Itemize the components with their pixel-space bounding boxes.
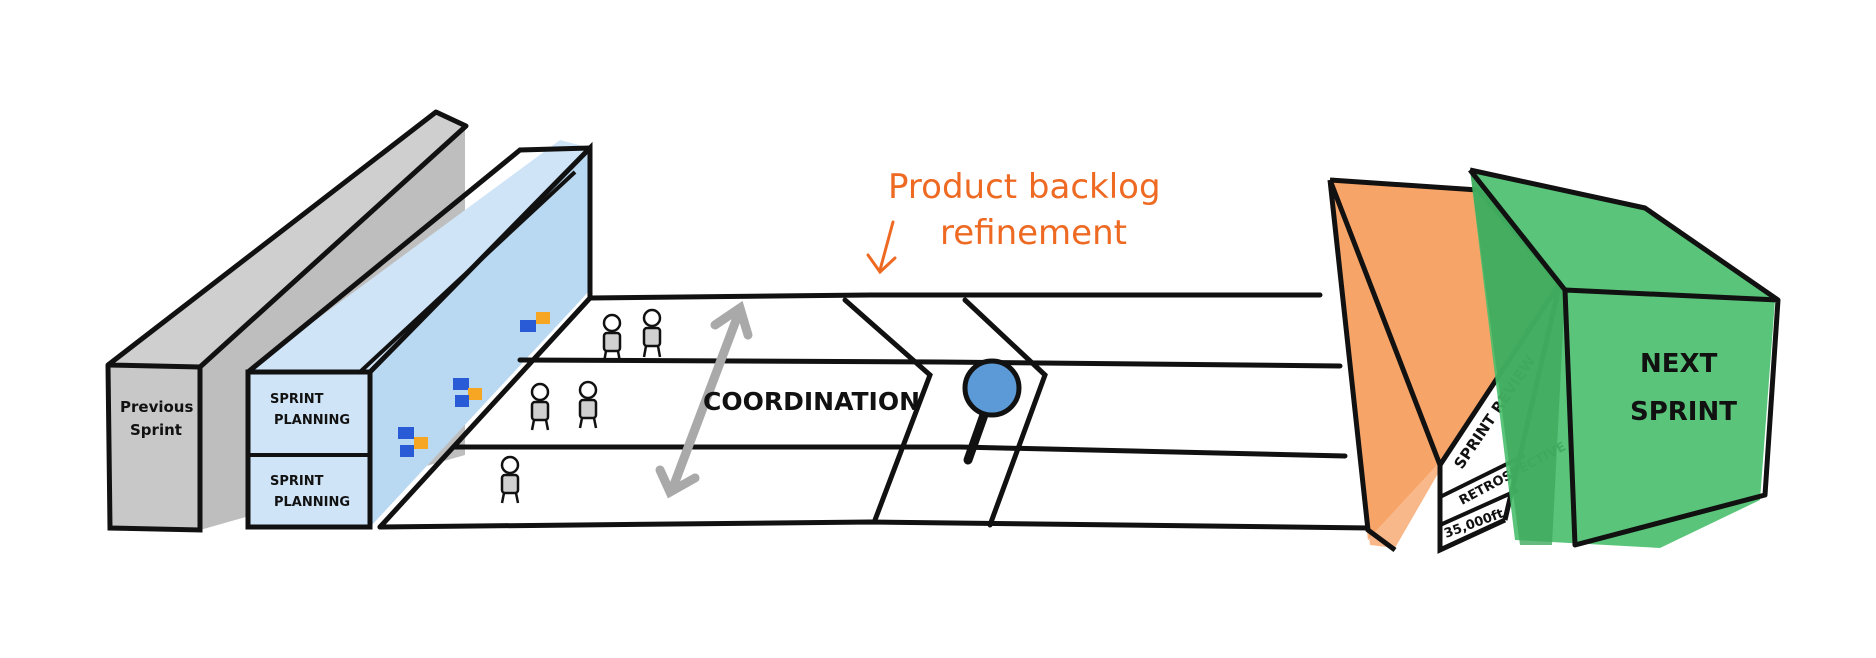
team-figures <box>500 308 662 504</box>
coordination-double-arrow <box>655 300 753 499</box>
person-icon <box>578 380 598 429</box>
person-icon <box>602 313 622 363</box>
person-icon <box>642 308 662 358</box>
sprint-planning-1-line2: PLANNING <box>274 413 350 428</box>
next-sprint-line1: NEXT <box>1640 349 1718 379</box>
sprint-planning-1-line1: SPRINT <box>270 392 324 407</box>
magnifier-icon <box>962 358 1022 465</box>
refinement-arrow <box>866 220 897 275</box>
next-sprint-block: NEXT SPRINT <box>1468 167 1781 548</box>
refinement-line2: refinement <box>940 213 1127 253</box>
sprint-planning-block: SPRINT PLANNING SPRINT PLANNING <box>245 140 593 530</box>
coordination-label: COORDINATION <box>703 387 920 416</box>
sprint-planning-2-line1: SPRINT <box>270 474 324 489</box>
coordination-lanes <box>377 292 1373 531</box>
previous-sprint-label-line1: Previous <box>120 398 193 416</box>
next-sprint-line2: SPRINT <box>1630 397 1737 427</box>
person-icon <box>500 455 520 504</box>
refinement-annotation: Product backlog refinement <box>866 167 1161 275</box>
sprint-planning-2-line2: PLANNING <box>274 495 350 510</box>
person-icon <box>530 382 550 431</box>
refinement-line1: Product backlog <box>888 167 1161 207</box>
previous-sprint-label-line2: Sprint <box>130 421 182 439</box>
